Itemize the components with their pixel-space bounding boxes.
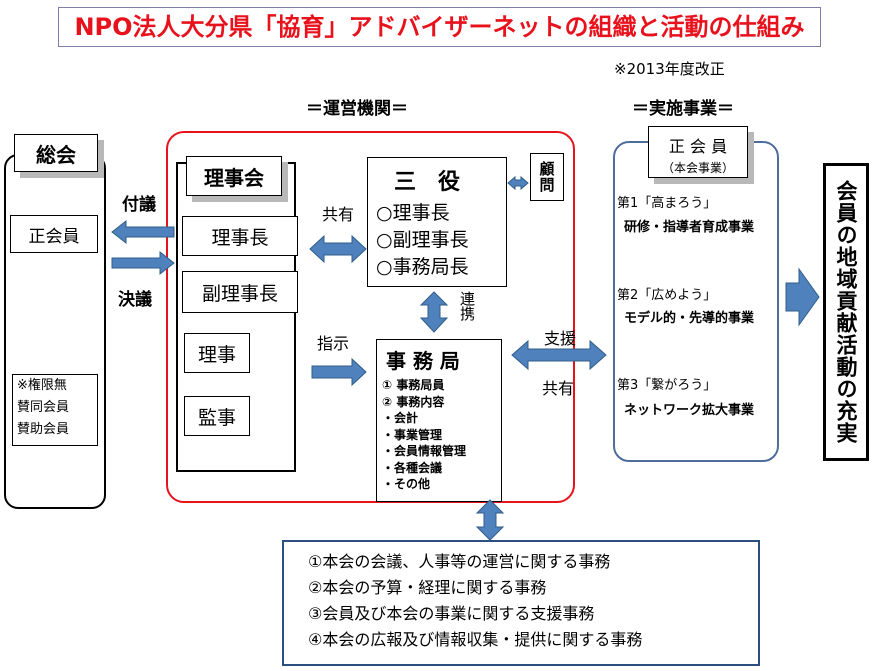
general-assembly-box	[4, 154, 106, 509]
program-3-name: 第3「繋がろう」	[617, 378, 717, 393]
programs-header-title: 正 会 員	[668, 137, 728, 156]
regular-member-box: 正会員	[10, 215, 98, 253]
note-line-3: 賛助会員	[17, 422, 70, 437]
arrow-programs-outcome	[785, 267, 820, 327]
arrow-resolution	[111, 250, 175, 276]
program-2-name: 第2「広めよう」	[617, 288, 717, 303]
secretariat-item-meetings: ・各種会議	[382, 460, 443, 475]
non-voting-members-box: ※権限無 賛同会員 賛助会員	[12, 374, 98, 446]
label-resolution: 決議	[118, 290, 152, 310]
note-line-1: ※権限無	[17, 378, 67, 393]
program-3-desc: ネットワーク拡大事業	[624, 403, 755, 418]
secretariat-item-duties: ② 事務内容	[382, 394, 445, 409]
duty-1: ①本会の会議、人事等の運営に関する事務	[308, 552, 611, 571]
label-liaison: 連携	[458, 291, 476, 321]
officer-secretary-general: ○事務局長	[376, 256, 469, 278]
arrow-proposal	[111, 219, 175, 245]
board-role-director: 理事	[184, 333, 250, 373]
outcome-box: 会員の地域貢献活動の充実	[823, 163, 869, 461]
advisor-box: 顧問	[530, 153, 564, 201]
arrow-secretariat-duties	[475, 499, 505, 541]
board-label: 理事会	[186, 156, 282, 196]
secretariat-item-other: ・その他	[382, 477, 431, 491]
board-role-auditor: 監事	[184, 396, 250, 436]
board-role-chairman: 理事長	[182, 216, 298, 256]
duty-3: ③会員及び本会の事業に関する支援事務	[308, 604, 595, 623]
board-role-vice-chairman: 副理事長	[182, 271, 298, 313]
programs-heading: ＝実施事業＝	[632, 99, 734, 119]
label-instruct: 指示	[317, 334, 350, 353]
label-support: 支援	[544, 329, 577, 348]
revision-note: ※2013年度改正	[614, 60, 725, 78]
duties-box: ①本会の会議、人事等の運営に関する事務 ②本会の予算・経理に関する事務 ③会員及…	[282, 540, 760, 666]
label-proposal: 付議	[122, 195, 156, 215]
duty-2: ②本会の予算・経理に関する事務	[308, 578, 547, 597]
programs-header: 正 会 員 （本会事業）	[648, 126, 748, 178]
secretariat-item-program-management: ・事業管理	[382, 427, 443, 442]
program-2-desc: モデル的・先導的事業	[624, 311, 755, 326]
secretariat-item-staff: ① 事務局員	[382, 378, 445, 392]
secretariat-label: 事 務 局	[386, 349, 460, 373]
management-heading: ＝運営機関＝	[306, 99, 408, 119]
officer-vice-chairman: ○副理事長	[376, 229, 469, 251]
duty-4: ④本会の広報及び情報収集・提供に関する事務	[308, 630, 643, 649]
officers-label: 三 役	[394, 170, 461, 195]
secretariat-item-member-info: ・会員情報管理	[382, 444, 467, 458]
secretariat-item-accounting: ・会計	[382, 411, 419, 425]
management-frame	[166, 131, 575, 503]
program-1-desc: 研修・指導者育成事業	[624, 220, 755, 235]
secretariat-box	[376, 339, 502, 502]
officers-members: ○理事長 ○副理事長 ○事務局長	[376, 200, 469, 281]
note-line-2: 賛同会員	[17, 400, 70, 415]
programs-header-sub: （本会事業）	[661, 161, 734, 175]
general-assembly-label: 総会	[14, 134, 98, 172]
officer-chairman: ○理事長	[376, 202, 450, 224]
page-title: NPO法人大分県「協育」アドバイザーネットの組織と活動の仕組み	[58, 7, 821, 47]
officers-box	[367, 157, 507, 287]
label-share: 共有	[322, 205, 355, 224]
label-share-2: 共有	[542, 379, 575, 398]
secretariat-items: ① 事務局員 ② 事務内容 ・会計 ・事業管理 ・会員情報管理 ・各種会議 ・そ…	[382, 377, 466, 493]
program-1-name: 第1「高まろう」	[617, 196, 717, 211]
